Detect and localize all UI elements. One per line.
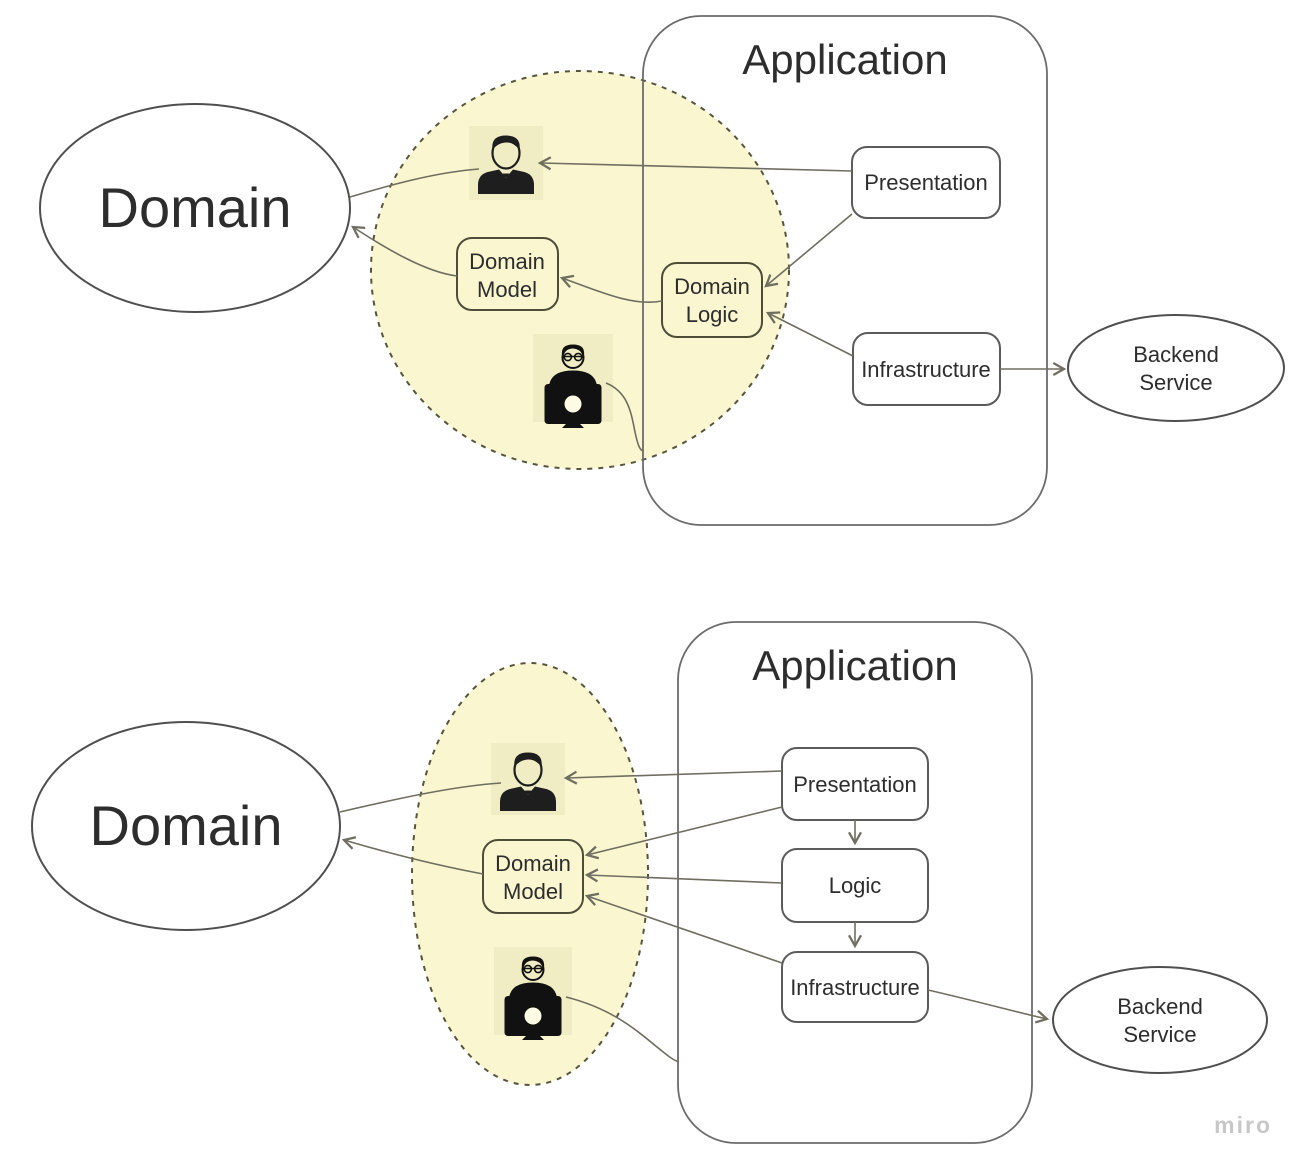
domain-model-node[interactable] [482, 839, 584, 914]
application-title: Application [742, 36, 947, 83]
domain-logic-label-line1: Domain [674, 274, 750, 299]
domain-model-label-line2: Model [503, 879, 563, 904]
domain-logic-label-line2: Logic [686, 302, 739, 327]
shared-kernel-bubble[interactable] [370, 70, 790, 470]
application-container[interactable] [677, 621, 1033, 1144]
domain-model-label-line1: Domain [495, 851, 571, 876]
connector-domain-to-business-user[interactable] [339, 782, 502, 813]
domain-label: Domain [99, 176, 292, 239]
connector-infrastructure-to-domain-model[interactable] [584, 892, 783, 964]
domain-ellipse[interactable] [39, 103, 351, 313]
backend-service-label-line1: Backend [1133, 342, 1219, 367]
presentation-node[interactable] [851, 146, 1001, 219]
application-title: Application [752, 642, 957, 689]
shared-kernel-bubble[interactable] [411, 662, 649, 1086]
domain-ellipse[interactable] [31, 721, 341, 931]
connector-presentation-to-business-user[interactable] [563, 770, 783, 785]
application-container[interactable] [642, 15, 1048, 526]
connector-presentation-to-domain-model[interactable] [584, 806, 783, 860]
connector-developer-to-application[interactable] [605, 382, 644, 452]
connector-developer-to-application[interactable] [565, 996, 680, 1063]
backend-service-ellipse[interactable] [1067, 314, 1285, 422]
infrastructure-label: Infrastructure [790, 975, 920, 1000]
presentation-label: Presentation [864, 170, 988, 195]
backend-service-label-line1: Backend [1117, 994, 1203, 1019]
presentation-label: Presentation [793, 772, 917, 797]
backend-service-label-line2: Service [1139, 370, 1212, 395]
connector-domain-model-to-domain[interactable] [341, 836, 484, 875]
connector-domain-logic-to-domain-model[interactable] [559, 274, 663, 303]
connector-presentation-to-business-user[interactable] [537, 156, 853, 172]
connector-domain-to-business-user[interactable] [349, 168, 480, 198]
domain-model-label-line1: Domain [469, 249, 545, 274]
connector-infrastructure-to-backend-service[interactable] [927, 989, 1050, 1024]
bottom-diagram: Domain Application Presentation Logic In… [31, 621, 1268, 1144]
backend-service-ellipse[interactable] [1052, 966, 1268, 1074]
domain-model-label-line2: Model [477, 277, 537, 302]
domain-logic-node[interactable] [661, 262, 763, 338]
domain-label: Domain [90, 794, 283, 857]
backend-service-label-line2: Service [1123, 1022, 1196, 1047]
domain-model-node[interactable] [456, 237, 559, 311]
logic-label: Logic [829, 873, 882, 898]
infrastructure-node[interactable] [781, 951, 929, 1023]
infrastructure-label: Infrastructure [861, 357, 991, 382]
miro-watermark: miro [1214, 1112, 1272, 1138]
top-diagram: Domain Application Presentation Infrastr… [39, 15, 1285, 526]
connector-logic-to-domain-model[interactable] [584, 868, 783, 884]
connector-presentation-to-domain-logic[interactable] [764, 213, 853, 288]
connector-infrastructure-to-domain-logic[interactable] [765, 311, 854, 357]
connector-domain-model-to-domain[interactable] [351, 225, 458, 277]
